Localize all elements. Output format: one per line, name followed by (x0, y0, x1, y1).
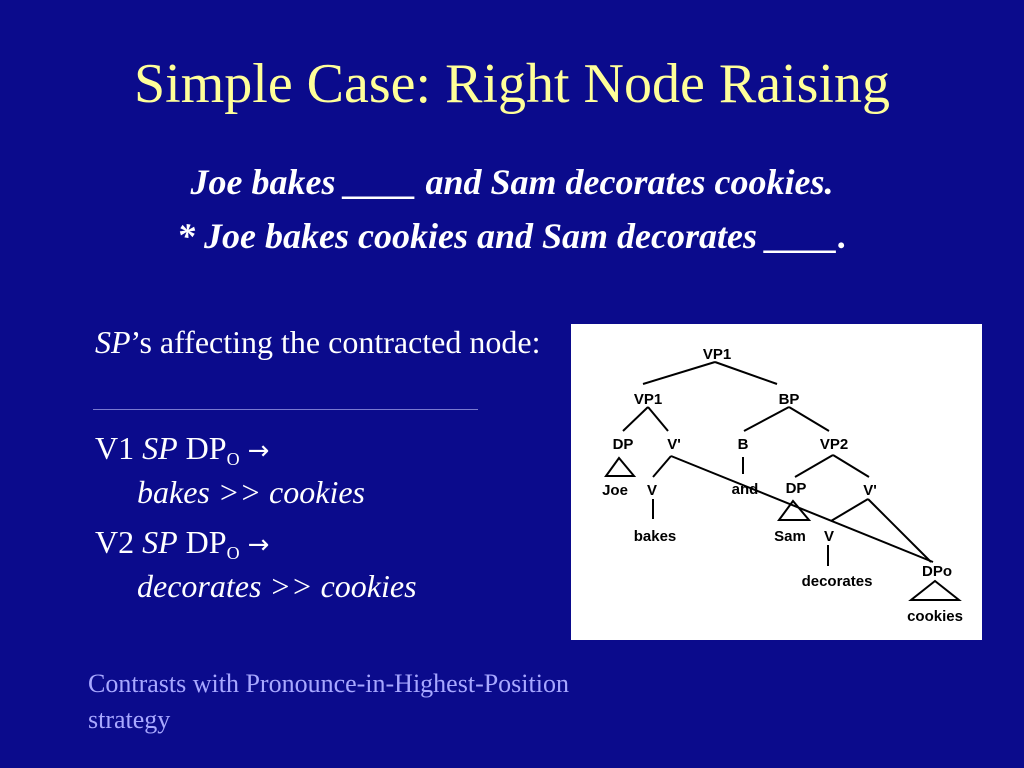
branch-bp-vp2 (788, 406, 830, 432)
rule-1-sp: SP (142, 430, 178, 466)
branch-vp2-vbar (832, 454, 870, 478)
rule-1-dp-subscript: O (226, 449, 240, 469)
branch-vp1-vbar (647, 406, 669, 432)
node-vp1: VP1 (634, 391, 662, 408)
node-v-right: V (824, 528, 834, 545)
rule-1-verb: V1 (95, 430, 135, 466)
branch-root-vp1 (642, 361, 716, 385)
heading-text: ’s affecting the contracted node: (130, 324, 541, 360)
branch-vp1-dp (622, 406, 649, 432)
triangle-dp-sam (777, 499, 812, 521)
tree-branches (604, 361, 962, 601)
node-dp-left: DP (613, 436, 634, 453)
node-vp2: VP2 (820, 436, 848, 453)
syntax-tree-svg: VP1 VP1 BP DP V' B VP2 Joe V and DP V' b… (602, 346, 963, 625)
branch-bp-b (743, 406, 790, 432)
rule-2-dp-subscript: O (226, 543, 240, 563)
branch-vbar-v-right (830, 498, 869, 522)
branch-vp2-dp (794, 454, 834, 478)
right-arrow-icon: → (247, 530, 270, 560)
triangle-dpo-cookies (908, 579, 962, 601)
node-vbar-right: V' (863, 482, 877, 499)
branch-vbar-v (652, 455, 672, 478)
leaf-and: and (732, 481, 759, 498)
heading-underline (93, 409, 478, 410)
leaf-bakes: bakes (634, 528, 677, 545)
example-sentence-ungrammatical: * Joe bakes cookies and Sam decorates __… (177, 216, 847, 256)
right-arrow-icon: → (247, 436, 270, 466)
rule-2: V2 SP DPO → (95, 522, 269, 567)
node-bp: BP (779, 391, 800, 408)
rule-2-order: decorates >> cookies (137, 568, 417, 604)
syntax-tree: VP1 VP1 BP DP V' B VP2 Joe V and DP V' b… (571, 324, 982, 640)
leaf-joe: Joe (602, 482, 628, 499)
node-b: B (738, 436, 749, 453)
rule-2-sp: SP (142, 524, 178, 560)
footnote: Contrasts with Pronounce-in-Highest-Posi… (88, 669, 569, 734)
leaf-sam: Sam (774, 528, 806, 545)
leaf-cookies: cookies (907, 608, 963, 625)
tree-labels: VP1 VP1 BP DP V' B VP2 Joe V and DP V' b… (602, 346, 963, 625)
node-dpo: DPo (922, 563, 952, 580)
example-sentence-grammatical: Joe bakes ____ and Sam decorates cookies… (190, 162, 834, 202)
section-heading: SP’s affecting the contracted node: (95, 323, 565, 361)
leaf-decorates: decorates (802, 573, 873, 590)
rule-2-verb: V2 (95, 524, 135, 560)
node-vbar-left: V' (667, 436, 681, 453)
branch-vbar-dpo-right (867, 498, 932, 563)
rule-1-dp: DP (185, 430, 227, 466)
rule-1-order: bakes >> cookies (137, 474, 365, 510)
triangle-dp-joe (604, 456, 637, 477)
node-v-left: V (647, 482, 657, 499)
node-vp1-root: VP1 (703, 346, 731, 363)
rule-1: V1 SP DPO → (95, 428, 269, 473)
slide-title: Simple Case: Right Node Raising (134, 53, 890, 115)
branch-vbar-dpo (670, 455, 934, 563)
rule-2-dp: DP (185, 524, 227, 560)
node-dp-mid: DP (786, 480, 807, 497)
branch-root-bp (714, 361, 778, 385)
heading-sp: SP (95, 324, 131, 360)
